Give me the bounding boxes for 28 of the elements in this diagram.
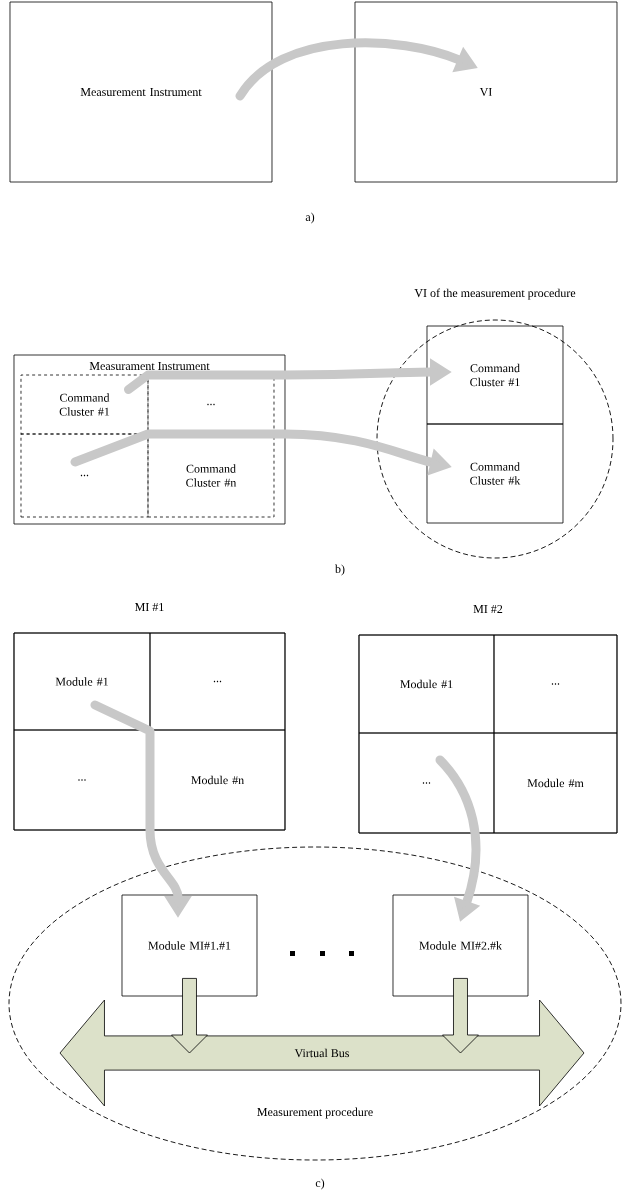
heading: Measurement procedure [257, 1107, 373, 1119]
module-cell: ... [13, 729, 151, 831]
panel-label: a) [305, 212, 315, 224]
heading: VI of the measurement procedure [414, 288, 576, 300]
process-box: Measurement Instrument [9, 1, 273, 183]
cluster-cell: ... [147, 374, 275, 435]
cluster-cell: Command Cluster #n [147, 433, 275, 518]
block-arrow [442, 978, 479, 1054]
panel-label: c) [315, 1178, 325, 1190]
module-cell: Module #1 [13, 632, 151, 731]
heading: MI #1 [135, 603, 164, 611]
heading: MI #2 [473, 605, 503, 613]
cluster-box: Command Cluster #1 [426, 325, 564, 425]
module-cell: ... [358, 732, 495, 834]
cluster-box: Command Cluster #k [426, 423, 564, 524]
module-cell: ... [493, 634, 618, 734]
module-cell: Module #n [149, 729, 286, 831]
module-box: Module MI#1.#1 [121, 894, 258, 997]
module-cell: Module #1 [358, 634, 495, 734]
process-box: VI [354, 1, 618, 183]
module-box: Module MI#2.#k [392, 894, 529, 997]
panel-label: b) [335, 564, 345, 576]
cluster-cell: Command Cluster #1 [20, 374, 149, 435]
cluster-cell: ... [20, 433, 149, 518]
block-arrow [171, 978, 208, 1054]
heading: Measurament Instrument [89, 362, 210, 370]
module-cell: Module #m [493, 732, 618, 834]
module-cell: ... [149, 632, 286, 731]
